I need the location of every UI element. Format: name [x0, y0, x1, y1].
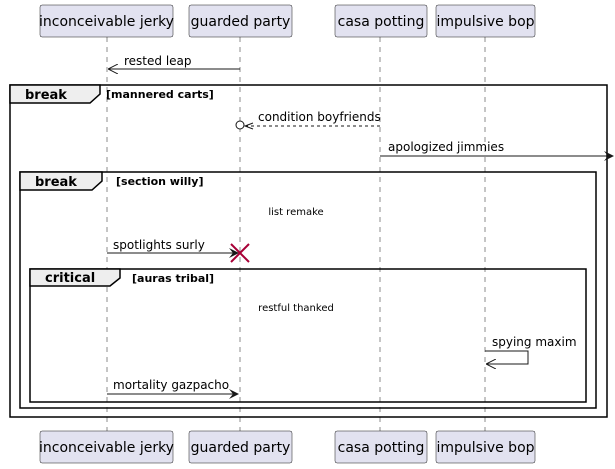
participant-guarded-party-top: guarded party — [188, 4, 293, 38]
fragment-break-outer: break [mannered carts] — [9, 84, 608, 418]
message-label: condition boyfriends — [258, 110, 381, 124]
fragment-keyword: break — [25, 88, 67, 103]
participant-label: impulsive bop — [436, 14, 534, 30]
delay-label: list remake — [268, 207, 323, 218]
message-rested-leap: rested leap — [109, 54, 240, 69]
fragment-keyword: break — [35, 175, 77, 190]
participant-impulsive-bop-bottom: impulsive bop — [435, 430, 536, 464]
delay-label: restful thanked — [258, 303, 334, 314]
participant-impulsive-bop-top: impulsive bop — [435, 4, 536, 38]
destroy-x-icon — [230, 243, 250, 263]
participant-label: guarded party — [191, 440, 291, 456]
message-label: apologized jimmies — [388, 140, 504, 154]
participant-label: casa potting — [338, 14, 425, 30]
participant-guarded-party-bottom: guarded party — [188, 430, 293, 464]
message-spying-maxim: spying maxim — [485, 335, 577, 364]
message-label: spotlights surly — [113, 238, 205, 252]
fragment-condition: [section willy] — [116, 175, 203, 188]
participant-label: casa potting — [338, 440, 425, 456]
fragment-condition: [auras tribal] — [132, 272, 214, 285]
participant-label: inconceivable jerky — [39, 440, 174, 456]
message-apologized-jimmies: apologized jimmies — [380, 140, 614, 161]
participant-inconceivable-jerky-bottom: inconceivable jerky — [39, 430, 174, 464]
fragment-critical: critical [auras tribal] — [29, 268, 587, 403]
fragment-keyword: critical — [45, 271, 95, 286]
message-label: rested leap — [124, 54, 192, 68]
participant-inconceivable-jerky-top: inconceivable jerky — [39, 4, 174, 38]
message-label: spying maxim — [492, 335, 577, 349]
participant-casa-potting-bottom: casa potting — [334, 430, 428, 464]
circle-endpoint-icon — [235, 120, 245, 130]
fragment-condition: [mannered carts] — [106, 88, 214, 101]
participant-casa-potting-top: casa potting — [334, 4, 428, 38]
message-condition-boyfriends: condition boyfriends — [235, 110, 381, 130]
participant-label: guarded party — [191, 14, 291, 30]
fragment-break-inner: break [section willy] — [19, 171, 597, 409]
message-mortality-gazpacho: mortality gazpacho — [107, 378, 239, 399]
participant-label: impulsive bop — [436, 440, 534, 456]
participant-label: inconceivable jerky — [39, 14, 174, 30]
message-label: mortality gazpacho — [113, 378, 229, 392]
message-spotlights-surly: spotlights surly — [107, 238, 239, 258]
